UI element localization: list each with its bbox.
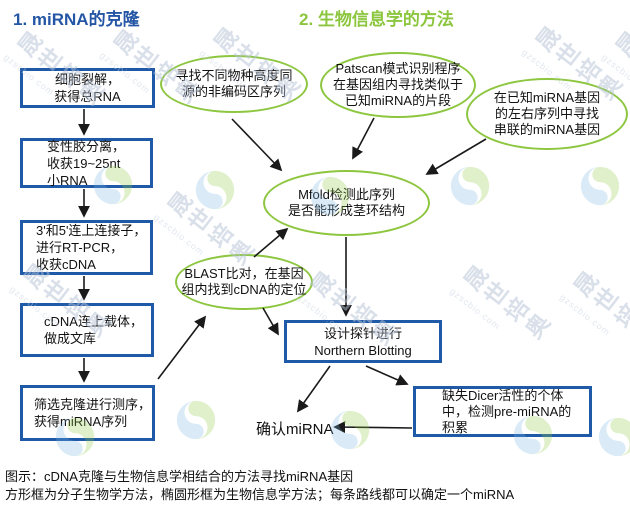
arrow-sequencing-to-blast [157, 315, 207, 380]
box-line: 小RNA [47, 172, 88, 188]
arrow-blast-to-northern [262, 307, 279, 336]
arrow-blast-to-mfold [253, 227, 289, 258]
box-line: 细胞裂解， [54, 72, 120, 87]
caption-line-2: 方形框为分子生物学方法，椭圆形框为生物信息学方法；每条路线都可以确定一个miRN… [5, 487, 515, 502]
box-line: 进行RT-PCR， [36, 240, 124, 255]
box-line: 做成文库 [44, 331, 97, 346]
watermark-swirl-logo-icon [330, 410, 370, 450]
confirm-mirna-label: 确认miRNA [256, 421, 334, 438]
ellipse-line: BLAST比对，在基因 [184, 266, 304, 281]
arrow-northern-to-confirm [296, 365, 331, 413]
watermark-glyphs: 晟世培奥 [567, 267, 630, 353]
arrow-northern-to-dicer [365, 365, 409, 386]
watermark-url: gzscbio.com [558, 292, 613, 338]
arrow-patscan-to-mfold [352, 117, 375, 160]
watermark-swirl-logo-icon [580, 166, 620, 206]
box-line: 中，检测pre-miRNA的 [442, 403, 572, 419]
box-line: Northern Blotting [314, 342, 412, 358]
ellipse-line: 是否能形成茎环结构 [287, 203, 405, 218]
box-line: 获得总RNA [54, 89, 121, 104]
box-line: 3'和5'连上连接子， [36, 223, 147, 238]
ellipse-line: 组内找到cDNA的定位 [181, 282, 307, 297]
flow-box-gel-separation: 变性胶分离， 收获19~25nt 小RNA [20, 138, 153, 188]
flow-box-adapter-rtpcr: 3'和5'连上连接子， 进行RT-PCR， 收获cDNA [20, 220, 153, 275]
box-line: 设计探针进行 [323, 325, 402, 341]
section-title-bioinformatics: 2. 生物信息学的方法 [299, 10, 454, 29]
flow-box-vector-library: cDNA连上载体， 做成文库 [20, 303, 154, 357]
box-line: cDNA连上载体， [44, 314, 143, 329]
watermark-swirl-logo-icon [195, 170, 235, 210]
box-line: 变性胶分离， [47, 138, 126, 154]
ellipse-line: 源的非编码区序列 [181, 84, 286, 99]
box-line: 获得miRNA序列 [34, 414, 128, 429]
ellipse-line: 已知miRNA的片段 [344, 93, 452, 108]
watermark-swirl-logo-icon [176, 400, 216, 440]
ellipse-line: 的左右序列中寻找 [494, 106, 599, 121]
watermark-glyphs: 晟世培奥 [457, 261, 556, 347]
flow-box-dicer-premirna: 缺失Dicer活性的个体 中，检测pre-miRNA的 积累 [413, 386, 592, 437]
flow-box-cell-lysis: 细胞裂解， 获得总RNA [20, 68, 155, 108]
ellipse-line: 在已知miRNA基因 [493, 90, 601, 105]
flow-ellipse-blast: BLAST比对，在基因 组内找到cDNA的定位 [175, 254, 313, 310]
box-line: 缺失Dicer活性的个体 [442, 387, 564, 403]
box-line: 收获19~25nt [47, 155, 121, 171]
flow-ellipse-tandem-mirna: 在已知miRNA基因 的左右序列中寻找 串联的miRNA基因 [466, 78, 628, 150]
box-line: 收获cDNA [36, 257, 96, 272]
flow-box-northern-blotting: 设计探针进行 Northern Blotting [284, 320, 442, 363]
arrow-tandem-to-mfold [425, 138, 487, 175]
ellipse-line: Patscan模式识别程序 [335, 61, 461, 76]
flow-box-clone-sequencing: 筛选克隆进行测序， 获得miRNA序列 [20, 385, 155, 441]
arrow-homolog-to-mfold [231, 118, 283, 172]
arrow-dicer-to-confirm [333, 421, 413, 434]
ellipse-line: 在基因组内寻找类似于 [332, 77, 463, 92]
flow-ellipse-homolog-search: 寻找不同物种高度同 源的非编码区序列 [160, 55, 308, 113]
box-line: 筛选克隆进行测序， [34, 397, 152, 412]
watermark-swirl-logo-icon [598, 417, 630, 457]
ellipse-line: Mfold检测此序列 [298, 187, 395, 202]
flow-ellipse-patscan: Patscan模式识别程序 在基因组内寻找类似于 已知miRNA的片段 [320, 52, 476, 118]
flow-ellipse-mfold: Mfold检测此序列 是否能形成茎环结构 [263, 170, 430, 236]
caption-line-1: 图示：cDNA克隆与生物信息学相结合的方法寻找miRNA基因 [5, 469, 354, 484]
section-title-mirna-cloning: 1. miRNA的克隆 [13, 10, 140, 29]
watermark-url: gzscbio.com [448, 286, 503, 332]
watermark-swirl-logo-icon [450, 166, 490, 206]
box-line: 积累 [442, 419, 469, 435]
ellipse-line: 串联的miRNA基因 [493, 122, 601, 137]
ellipse-line: 寻找不同物种高度同 [175, 68, 293, 83]
